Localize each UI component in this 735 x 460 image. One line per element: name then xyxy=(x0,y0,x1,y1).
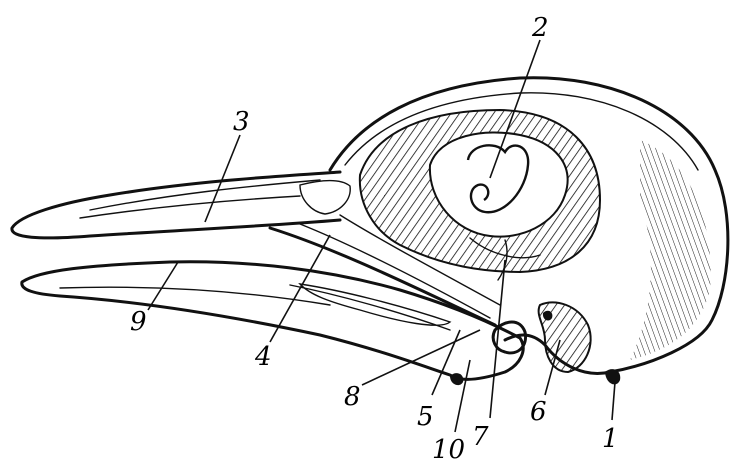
label-10: 10 xyxy=(432,435,465,460)
leader-5 xyxy=(432,330,460,395)
leader-9 xyxy=(148,262,178,310)
label-5: 5 xyxy=(417,402,434,432)
label-7: 7 xyxy=(472,422,489,452)
lower-jaw xyxy=(22,262,523,380)
label-1: 1 xyxy=(602,424,619,454)
leader-10 xyxy=(455,360,470,432)
nasal-region xyxy=(300,181,350,214)
label-6: 6 xyxy=(530,397,547,427)
upper-beak-inner xyxy=(80,180,320,218)
label-9: 9 xyxy=(130,307,147,337)
leader-4 xyxy=(270,235,330,342)
label-8: 8 xyxy=(344,382,361,412)
label-4: 4 xyxy=(254,342,272,372)
mandibular-fenestra xyxy=(300,284,450,325)
label-3: 3 xyxy=(233,107,250,137)
braincase-shading xyxy=(630,140,711,360)
label-2: 2 xyxy=(531,13,549,43)
upper-beak xyxy=(12,172,340,238)
leader-1 xyxy=(612,382,615,420)
articular-knob xyxy=(450,373,463,385)
